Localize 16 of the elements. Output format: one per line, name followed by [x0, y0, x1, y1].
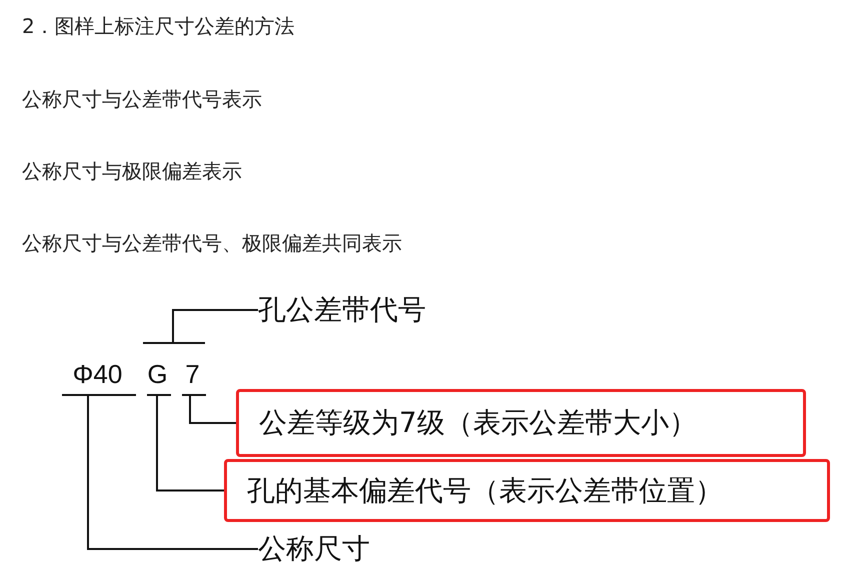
highlight-box [224, 459, 830, 522]
annotation-text: 公差等级为7级（表示公差带大小） [259, 405, 697, 441]
annotation-text: 公称尺寸 [258, 531, 370, 567]
highlight-box [236, 389, 806, 457]
dimension-symbol: Φ40 [72, 358, 122, 390]
text-line: 公称尺寸与公差带代号、极限偏差共同表示 [22, 230, 402, 256]
dimension-symbol: G [147, 358, 168, 390]
annotation-text: 孔公差带代号 [258, 292, 426, 328]
dimension-symbol: 7 [185, 358, 200, 390]
leader-line [61, 394, 259, 550]
text-line: 公称尺寸与极限偏差表示 [22, 158, 242, 184]
heading: 2．图样上标注尺寸公差的方法 [22, 13, 295, 39]
leader-line [181, 394, 237, 424]
annotation-text: 孔的基本偏差代号（表示公差带位置） [247, 472, 723, 508]
text-line: 公称尺寸与公差带代号表示 [22, 86, 262, 112]
leader-line [146, 394, 225, 492]
